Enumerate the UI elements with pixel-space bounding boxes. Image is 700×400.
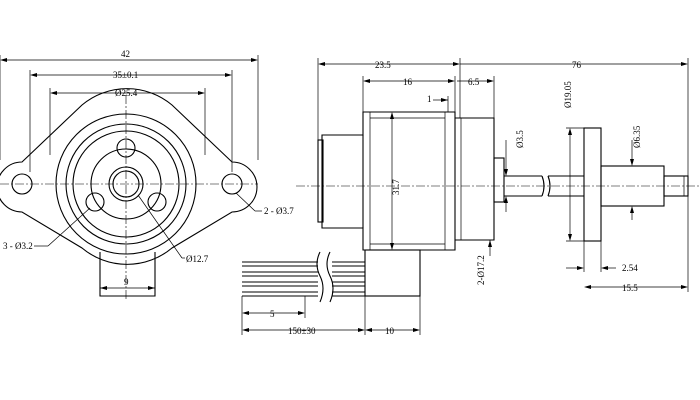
dim-shaft-end: 15.5: [622, 283, 638, 293]
dim-body-height: 31.7: [391, 179, 401, 195]
dim-wire-length: 150±30: [288, 326, 316, 336]
dim-center-diameter: Ø12.7: [186, 254, 209, 264]
dim-lead-width: 9: [124, 277, 129, 287]
dim-body-diameter: Ø25.4: [115, 88, 138, 98]
motor-body: [321, 111, 456, 251]
mounting-flange-outline: [0, 88, 258, 265]
connector-block: [364, 249, 421, 297]
dim-coil-length: 16: [403, 77, 413, 87]
dim-boss-length: 6.5: [468, 77, 480, 87]
boss-step: [493, 157, 505, 203]
side-view: 23.5 76 16 6.5 1 31.7 Ø3.5: [241, 58, 700, 336]
small-hole-left: [85, 192, 105, 212]
dim-step-diameter: 2-Ø17.2: [476, 255, 486, 285]
dim-flange-diameter: Ø19.05: [563, 81, 573, 108]
back-cap: [317, 139, 324, 223]
output-flange: [583, 127, 602, 242]
dim-wire-strip: 5: [270, 309, 275, 319]
leader-center-diameter: [137, 194, 183, 259]
dim-shaft-diameter: Ø3.5: [515, 130, 525, 148]
lead-wires: [242, 249, 421, 303]
dim-small-holes: 3 - Ø3.2: [3, 241, 33, 251]
dim-body-length: 23.5: [375, 60, 391, 70]
leader-small-holes: [47, 207, 91, 247]
small-hole-right: [147, 192, 167, 212]
dim-connector-width: 10: [385, 326, 395, 336]
dim-total-length: 76: [572, 60, 582, 70]
dim-gap: 1: [427, 94, 432, 104]
dim-hub-diameter: Ø6.35: [632, 125, 642, 148]
dim-flange-width: 2.54: [622, 263, 638, 273]
dim-mount-spacing: 35±0.1: [113, 70, 138, 80]
leader-mount-holes: [235, 192, 256, 212]
dim-mount-holes: 2 - Ø3.7: [264, 206, 294, 216]
front-view: 42 35±0.1 Ø25.4 2 - Ø3.7 3 - Ø3.2 Ø12.7 …: [0, 49, 294, 300]
dim-overall-width: 42: [121, 49, 130, 59]
lead-exit-block: [99, 252, 156, 297]
